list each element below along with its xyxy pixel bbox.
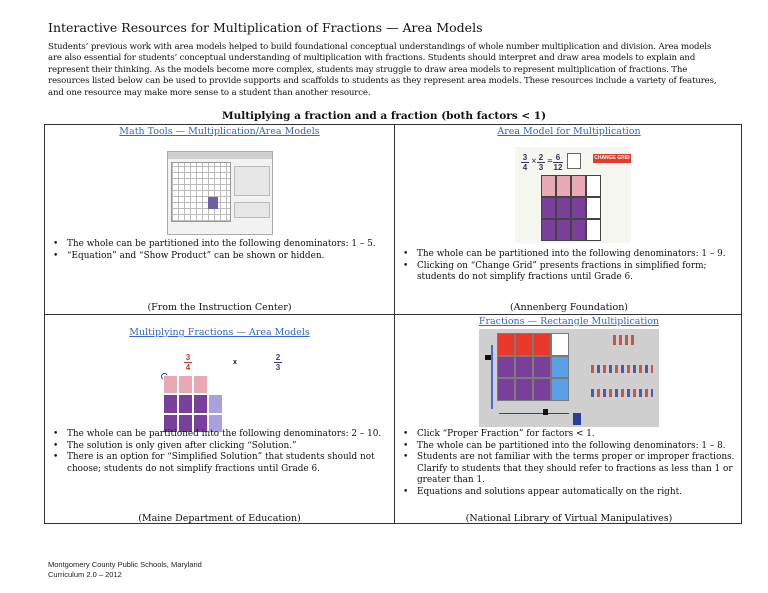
list-item: Clicking on “Change Grid” presents fract… [399,261,739,284]
list-item: The whole can be partitioned into the fo… [399,249,739,261]
math-tools-source: (From the Instruction Center) [147,302,292,313]
list-item: Equations and solutions appear automatic… [399,487,739,499]
list-item: There is an option for “Simplified Solut… [49,452,389,475]
multiplying-fractions-bullets: The whole can be partitioned into the fo… [49,429,389,475]
grid-square [586,219,601,241]
times-sign: x [233,359,237,366]
grid-square [208,375,223,395]
rectangle-multiplication-source: (National Library of Virtual Manipulativ… [465,513,673,524]
grid-square [515,333,533,356]
grid-square [163,375,178,395]
rectangle-multiplication-link[interactable]: Fractions — Rectangle Multiplication [478,316,660,327]
grid-square [208,394,223,414]
math-tools-link[interactable]: Math Tools — Multiplication/Area Models [119,126,320,137]
footer-line-2: Curriculum 2.0 – 2012 [48,570,122,579]
grid-square [571,175,586,197]
list-item: Students are not familiar with the terms… [399,452,739,487]
grid-square [551,333,569,356]
grid-square [541,219,556,241]
grid-square [193,394,208,414]
grid-square [551,378,569,401]
list-item: “Equation” and “Show Product” can be sho… [49,251,389,263]
grid-square [586,175,601,197]
list-item: Click “Proper Fraction” for factors < 1. [399,429,739,441]
list-item: The solution is only given after clickin… [49,441,389,453]
math-tools-bullets: The whole can be partitioned into the fo… [49,239,389,262]
cell-math-tools: Math Tools — Multiplication/Area Models … [45,125,394,314]
multiplying-fractions-link[interactable]: Multiplying Fractions — Area Models [129,327,310,338]
grid-square [541,197,556,219]
grid-square [556,219,571,241]
area-model-link[interactable]: Area Model for Multiplication [497,126,641,137]
area-model-bullets: The whole can be partitioned into the fo… [399,249,739,284]
grid-square [515,378,533,401]
grid-square [541,175,556,197]
rectangle-multiplication-screenshot [479,329,659,427]
intro-paragraph: Students’ previous work with area models… [48,42,717,98]
list-item: The whole can be partitioned into the fo… [399,441,739,453]
grid-square [178,394,193,414]
list-item: The whole can be partitioned into the fo… [49,239,389,251]
grid-square [533,378,551,401]
grid-square [515,355,533,379]
area-model-source: (Annenberg Foundation) [509,302,629,313]
grid-square [497,355,515,379]
footer: Montgomery County Public Schools, Maryla… [48,560,202,580]
grid-square [497,333,515,356]
grid-square [571,197,586,219]
grid-square [193,375,208,395]
page-title: Interactive Resources for Multiplication… [48,20,483,35]
table-divider-horizontal [45,314,741,315]
change-grid-button[interactable]: CHANGE GRID [593,154,631,163]
list-item: The whole can be partitioned into the fo… [49,429,389,441]
grid-square [571,219,586,241]
multiplying-fractions-source: (Maine Department of Education) [138,513,301,524]
grid-square [556,175,571,197]
grid-square [586,197,601,219]
table-divider-vertical [394,125,395,523]
grid-square [533,355,551,379]
grid-square [178,375,193,395]
cell-rectangle-multiplication: Fractions — Rectangle Multiplication Cli… [395,315,743,525]
resources-table: Math Tools — Multiplication/Area Models … [44,124,742,524]
section-subtitle: Multiplying a fraction and a fraction (b… [221,110,547,122]
grid-square [533,333,551,356]
math-tools-screenshot [167,151,273,235]
area-model-grid [541,175,601,241]
rectangle-grid [497,333,569,401]
grid-square [497,378,515,401]
grid-square [551,355,569,379]
footer-line-1: Montgomery County Public Schools, Maryla… [48,560,202,569]
rectangle-multiplication-bullets: Click “Proper Fraction” for factors < 1.… [399,429,739,499]
multiplying-fractions-grid [163,375,223,433]
grid-square [556,197,571,219]
grid-square [163,394,178,414]
